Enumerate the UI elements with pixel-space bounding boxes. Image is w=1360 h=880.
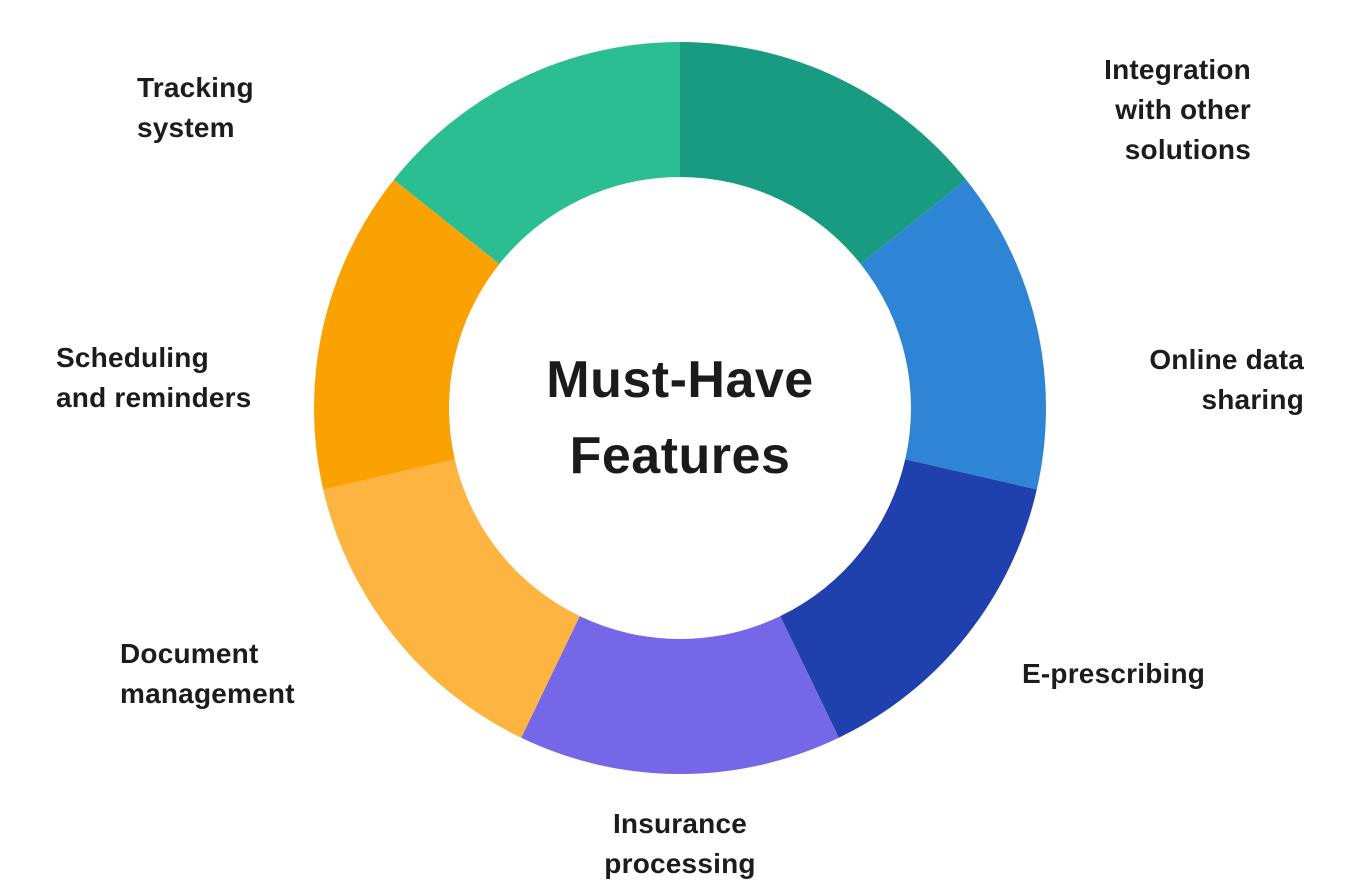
label-online-data-sharing: Online data sharing (1149, 344, 1304, 415)
label-document-management: Document management (120, 638, 295, 709)
donut-segment-tracking-system (393, 42, 680, 264)
donut-segment-scheduling-and-reminders (314, 179, 500, 490)
label-tracking-system: Tracking system (137, 72, 254, 143)
label-integration-with-other-solutions: Integration with other solutions (1104, 54, 1251, 165)
label-insurance-processing: Insurance processing (604, 808, 756, 879)
donut-segment-online-data-sharing (860, 179, 1046, 490)
donut-segment-integration-with-other-solutions (680, 42, 967, 264)
donut-segment-e-prescribing (780, 459, 1037, 738)
donut-segment-document-management (323, 459, 580, 738)
chart-center-title: Must-Have Features (546, 351, 814, 485)
donut-segment-insurance-processing (521, 616, 839, 774)
label-scheduling-and-reminders: Scheduling and reminders (56, 342, 252, 413)
label-e-prescribing: E-prescribing (1022, 658, 1206, 689)
